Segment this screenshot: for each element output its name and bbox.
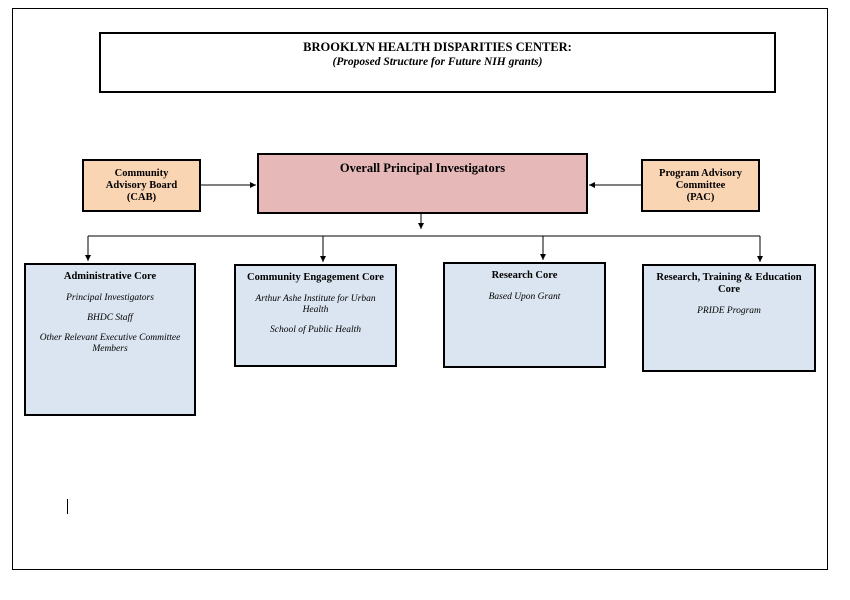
core-item: Arthur Ashe Institute for Urban Health	[255, 294, 376, 315]
pac-box: Program Advisory Committee (PAC)	[641, 159, 760, 212]
pac-line: (PAC)	[686, 191, 715, 203]
diagram-title: BROOKLYN HEALTH DISPARITIES CENTER:	[303, 40, 572, 54]
core-item: Based Upon Grant	[488, 292, 561, 302]
diagram-subtitle: (Proposed Structure for Future NIH grant…	[332, 56, 543, 68]
title-box: BROOKLYN HEALTH DISPARITIES CENTER: (Pro…	[99, 32, 776, 93]
core-title: Research Core	[491, 270, 558, 281]
core-item: PRIDE Program	[697, 306, 761, 316]
community-engagement-core-box: Community Engagement Core Arthur Ashe In…	[234, 264, 397, 367]
cab-line: Advisory Board	[105, 179, 178, 191]
pac-line: Program Advisory	[659, 167, 742, 179]
cab-line: (CAB)	[126, 191, 157, 203]
research-training-education-core-box: Research, Training & Education Core PRID…	[642, 264, 816, 372]
page-frame	[12, 8, 828, 570]
cab-line: Community	[114, 167, 169, 179]
cab-box: Community Advisory Board (CAB)	[82, 159, 201, 212]
principal-investigators-box: Overall Principal Investigators	[257, 153, 588, 214]
pac-line: Committee	[675, 179, 726, 191]
core-title: Community Engagement Core	[247, 272, 384, 283]
core-title: Administrative Core	[63, 271, 157, 282]
core-item: School of Public Health	[269, 325, 362, 335]
core-item: BHDC Staff	[87, 313, 133, 323]
core-title: Research, Training & Education Core	[656, 272, 802, 295]
administrative-core-box: Administrative Core Principal Investigat…	[24, 263, 196, 416]
text-cursor	[67, 499, 68, 514]
core-item: Principal Investigators	[66, 293, 154, 303]
research-core-box: Research Core Based Upon Grant	[443, 262, 606, 368]
principal-investigators-label: Overall Principal Investigators	[339, 161, 506, 175]
core-item: Other Relevant Executive Committee Membe…	[39, 333, 181, 354]
